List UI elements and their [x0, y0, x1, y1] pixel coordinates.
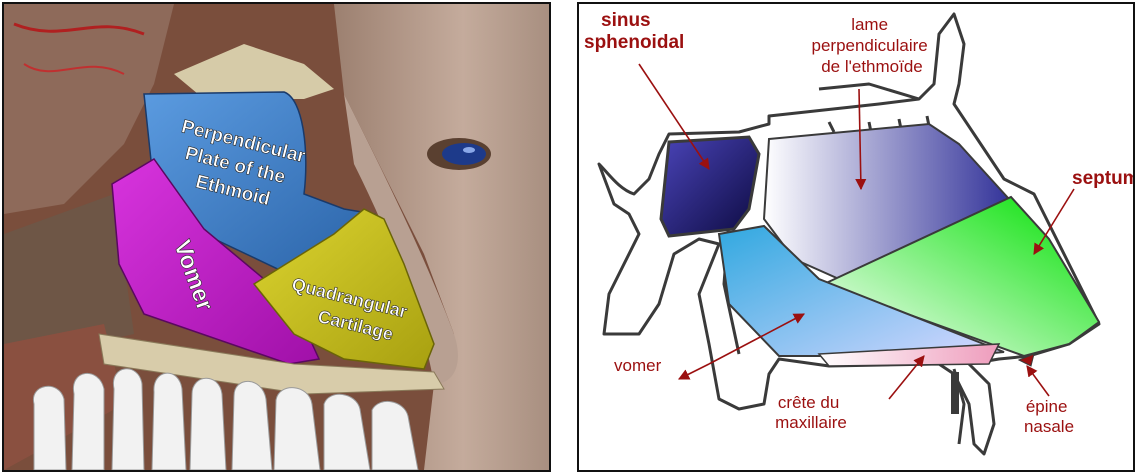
sinus-shape [661, 137, 759, 236]
vomer-label-right: vomer [614, 356, 662, 375]
sinus-label: sinus sphenoidal [584, 10, 684, 53]
lame-label: lame perpendiculaire de l'ethmoïde [812, 15, 933, 76]
crete-label: crête du maxillaire [775, 393, 847, 432]
vomer-arrow-2 [679, 364, 709, 379]
anatomy-render-panel: Perpendicular Plate of the Ethmoid Vomer… [2, 2, 551, 472]
septum-diagram-panel: sinus sphenoidal lame perpendiculaire de… [577, 2, 1135, 472]
anatomy-render: Perpendicular Plate of the Ethmoid Vomer… [4, 4, 549, 470]
septum-label: septum [1072, 168, 1133, 189]
spine-bar [951, 372, 959, 414]
septum-diagram: sinus sphenoidal lame perpendiculaire de… [579, 4, 1133, 470]
epine-label: épine nasale [1024, 397, 1074, 436]
epine-arrow [1027, 366, 1049, 396]
eye [442, 143, 486, 165]
septum-arrow [1034, 189, 1074, 254]
eye-highlight [463, 147, 475, 153]
